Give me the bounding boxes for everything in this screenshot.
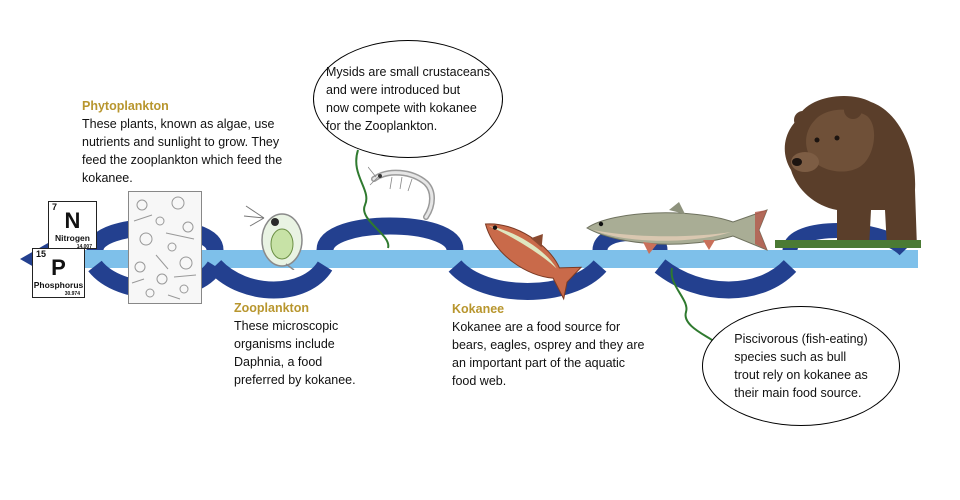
mysids-line-3: now compete with kokanee bbox=[326, 101, 477, 115]
phytoplankton-line-3: feed the zooplankton which feed the bbox=[82, 153, 283, 167]
piscivorous-line-1: Piscivorous (fish-eating) bbox=[734, 332, 868, 346]
piscivorous-line-2: species such as bull bbox=[734, 350, 847, 364]
phytoplankton-line-1: These plants, known as algae, use bbox=[82, 117, 275, 131]
element-mass: 30.974 bbox=[64, 291, 80, 297]
kokanee-line-2: bears, eagles, osprey and they are bbox=[452, 338, 645, 352]
element-name: Phosphorus bbox=[33, 280, 84, 290]
grizzly-bear-icon bbox=[775, 96, 921, 248]
element-number: 15 bbox=[36, 249, 47, 259]
element-number: 7 bbox=[52, 202, 58, 212]
mysids-connector bbox=[355, 149, 390, 249]
phytoplankton-heading: Phytoplankton bbox=[82, 99, 169, 113]
zooplankton-description: Zooplankton These microscopic organisms … bbox=[234, 299, 394, 389]
element-name: Nitrogen bbox=[55, 233, 90, 243]
piscivorous-connector bbox=[670, 267, 713, 341]
mysid-shrimp-icon bbox=[368, 166, 435, 220]
element-mass: 14.007 bbox=[76, 244, 92, 250]
ribbon-front-wave-2 bbox=[208, 259, 333, 299]
mysids-callout-bubble: Mysids are small crustaceans and were in… bbox=[313, 40, 503, 158]
ribbon-light-band bbox=[40, 250, 918, 268]
mysids-line-2: and were introduced but bbox=[326, 83, 461, 97]
phytoplankton-line-2: nutrients and sunlight to grow. They bbox=[82, 135, 280, 149]
ribbon-front-wave-4 bbox=[654, 259, 797, 299]
phytoplankton-description: Phytoplankton These plants, known as alg… bbox=[82, 97, 302, 187]
piscivorous-line-3: trout rely on kokanee as bbox=[734, 368, 868, 382]
phytoplankton-line-4: kokanee. bbox=[82, 171, 133, 185]
zooplankton-line-1: These microscopic bbox=[234, 319, 339, 333]
mysids-line-4: for the Zooplankton. bbox=[326, 119, 438, 133]
zooplankton-line-4: preferred by kokanee. bbox=[234, 373, 356, 387]
element-symbol: N bbox=[64, 208, 81, 233]
piscivorous-callout-bubble: Piscivorous (fish-eating) species such a… bbox=[702, 306, 900, 426]
kokanee-description: Kokanee Kokanee are a food source for be… bbox=[452, 300, 672, 390]
phosphorus-element-tile: 15 P Phosphorus 30.974 bbox=[32, 248, 85, 298]
element-symbol: P bbox=[51, 255, 66, 280]
kokanee-line-1: Kokanee are a food source for bbox=[452, 320, 621, 334]
kokanee-salmon-icon bbox=[484, 223, 583, 301]
ribbon-back-wave-2 bbox=[316, 217, 464, 253]
piscivorous-callout-text: Piscivorous (fish-eating) species such a… bbox=[734, 330, 867, 402]
phytoplankton-illustration bbox=[128, 191, 202, 304]
piscivorous-line-4: their main food source. bbox=[734, 386, 862, 400]
zooplankton-heading: Zooplankton bbox=[234, 301, 309, 315]
bull-trout-icon bbox=[586, 202, 768, 254]
kokanee-heading: Kokanee bbox=[452, 302, 505, 316]
kokanee-line-4: food web. bbox=[452, 374, 507, 388]
nitrogen-element-tile: 7 N Nitrogen 14.007 bbox=[48, 201, 97, 250]
mysids-line-1: Mysids are small crustaceans bbox=[326, 65, 490, 79]
daphnia-icon bbox=[243, 205, 303, 270]
mysids-callout-text: Mysids are small crustaceans and were in… bbox=[326, 63, 490, 135]
zooplankton-line-2: organisms include bbox=[234, 337, 335, 351]
zooplankton-line-3: Daphnia, a food bbox=[234, 355, 323, 369]
ribbon-front-wave-3 bbox=[448, 259, 607, 300]
kokanee-line-3: an important part of the aquatic bbox=[452, 356, 626, 370]
